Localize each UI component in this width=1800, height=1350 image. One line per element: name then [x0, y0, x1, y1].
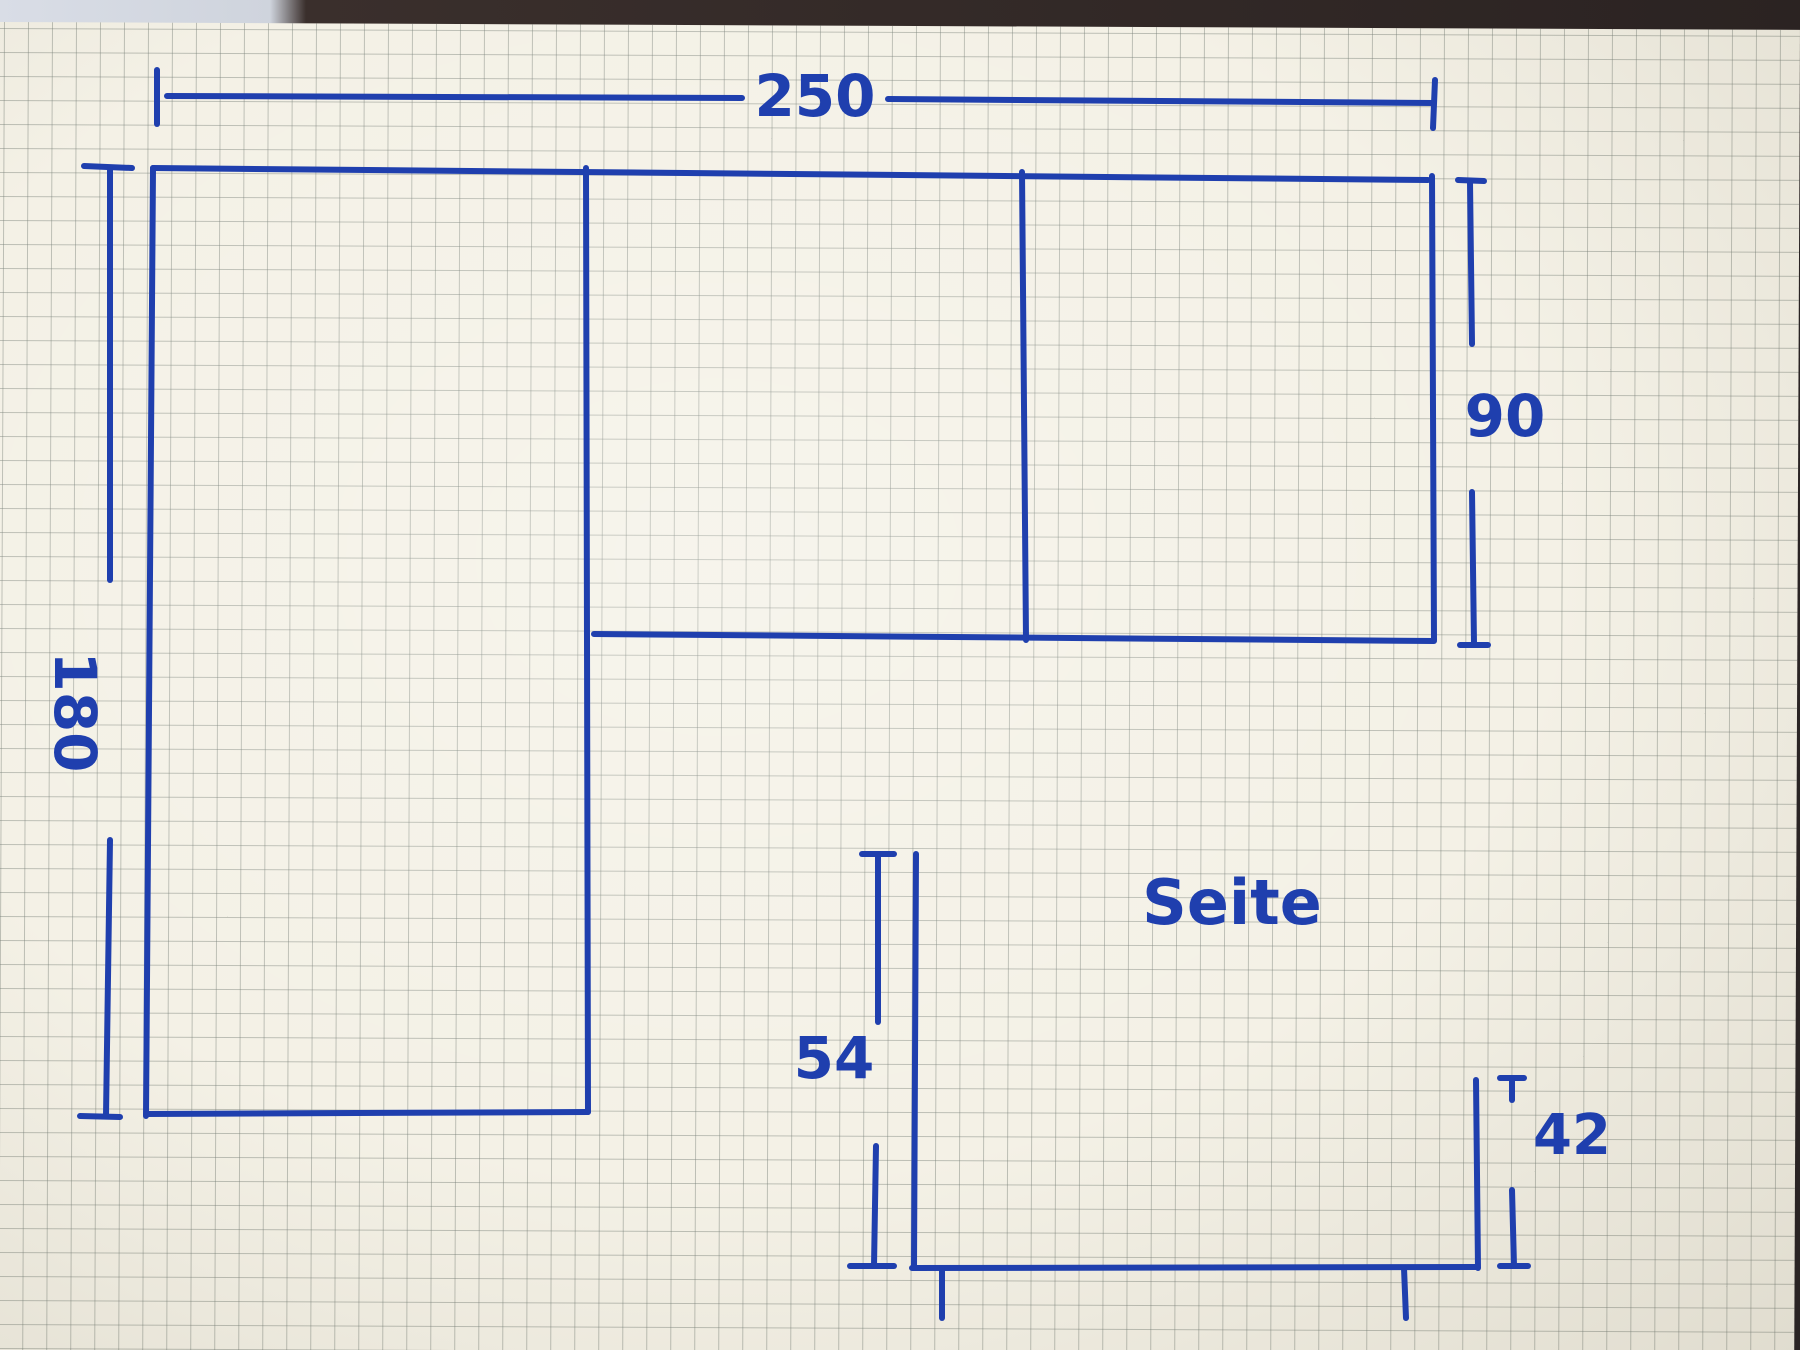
dimension-side-height: 54 — [794, 851, 897, 1269]
dimension-top-width: 250 — [154, 62, 1438, 131]
side-seat-line — [909, 1264, 1479, 1271]
outline-inner-vertical — [583, 165, 591, 1115]
outline-segment-divider — [1019, 169, 1029, 643]
side-leg-right — [1401, 1265, 1409, 1321]
dimension-tick — [77, 1113, 123, 1120]
dimension-label-left-height: 180 — [41, 651, 109, 772]
dimension-line — [103, 837, 113, 1119]
side-view: Seite — [909, 851, 1481, 1321]
dimension-left-height: 180 — [41, 163, 135, 1120]
dimension-line — [1469, 489, 1477, 647]
dimension-side-seat: 42 — [1497, 1075, 1611, 1269]
dimension-label-top-width: 250 — [754, 62, 875, 130]
dimension-label-side-height: 54 — [794, 1024, 875, 1092]
outline-chaise-bottom — [591, 631, 1437, 644]
outline-bottom-edge — [143, 1109, 591, 1117]
outline-top-edge — [150, 165, 1431, 183]
side-view-label: Seite — [1142, 866, 1322, 939]
dimension-label-side-seat: 42 — [1533, 1103, 1611, 1168]
dimension-line — [1467, 179, 1475, 347]
outline-right-edge — [1429, 173, 1437, 643]
outline-left-edge — [143, 165, 156, 1119]
dimension-label-right-height: 90 — [1465, 382, 1546, 450]
dimension-line — [871, 1143, 879, 1269]
dimension-tick — [1430, 77, 1438, 131]
sofa-top-view — [143, 165, 1437, 1119]
dimension-line — [164, 93, 745, 101]
dimension-line — [885, 96, 1436, 106]
dimension-right-height: 90 — [1455, 177, 1546, 648]
side-back-line — [911, 851, 919, 1271]
side-front-line — [1473, 1077, 1481, 1271]
dimension-line — [1509, 1187, 1517, 1269]
